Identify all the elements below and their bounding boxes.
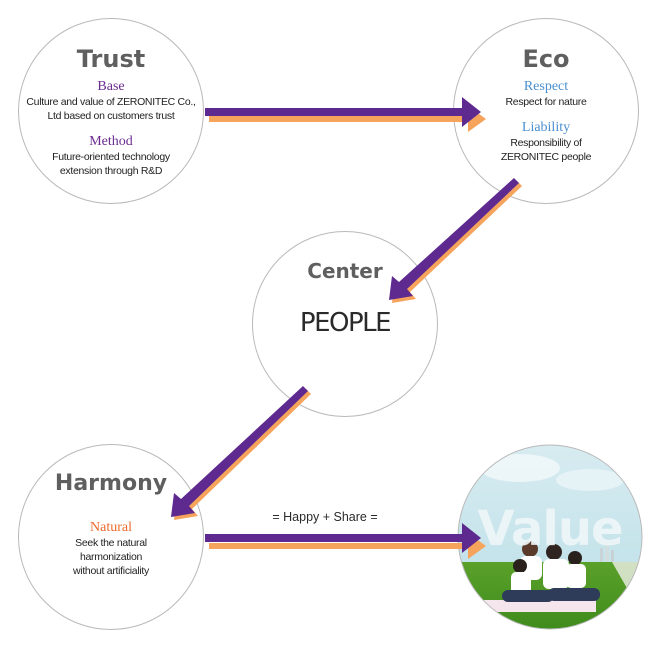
eco-liability-label: Liability	[521, 120, 571, 135]
eco-liability-line-1: Responsibility of	[510, 137, 582, 149]
arrow-harmony-to-value	[205, 523, 486, 559]
trust-method-line-1: Future-oriented technology	[52, 151, 170, 163]
trust-method-line-2: extension through R&D	[59, 165, 163, 177]
eco-title: Eco	[522, 45, 570, 73]
harmony-natural-line-2: harmonization	[79, 551, 143, 563]
eco-liability-line-2: ZERONITEC people	[500, 151, 592, 163]
harmony-natural-line-1: Seek the natural	[75, 537, 147, 549]
eco-respect-label: Respect	[523, 79, 569, 94]
trust-base-line-2: Ltd based on customers trust	[47, 110, 175, 122]
harmony-natural-line-3: without artificiality	[73, 565, 149, 577]
harmony-natural-label: Natural	[90, 520, 132, 535]
arrow-trust-to-eco	[205, 97, 486, 132]
connector-label: = Happy + Share =	[272, 510, 378, 524]
center-title: Center	[307, 259, 383, 283]
center-main-text: PEOPLE	[299, 308, 392, 338]
eco-node: Eco Respect Respect for nature Liability…	[453, 18, 639, 204]
trust-title: Trust	[76, 45, 146, 73]
family-picnic-photo-icon	[458, 445, 642, 629]
trust-node: Trust Base Culture and value of ZERONITE…	[18, 18, 204, 204]
harmony-title: Harmony	[54, 471, 168, 496]
trust-method-label: Method	[89, 134, 133, 149]
value-title: Value	[477, 501, 622, 557]
center-node: Center PEOPLE	[252, 231, 438, 417]
arrow-center-to-harmony	[171, 386, 311, 520]
eco-respect-line-1: Respect for nature	[505, 96, 587, 108]
trust-base-label: Base	[97, 79, 125, 94]
trust-base-line-1: Culture and value of ZERONITEC Co.,	[26, 96, 196, 108]
arrow-eco-to-center	[389, 178, 522, 303]
harmony-node: Harmony Natural Seek the natural harmoni…	[18, 444, 204, 630]
